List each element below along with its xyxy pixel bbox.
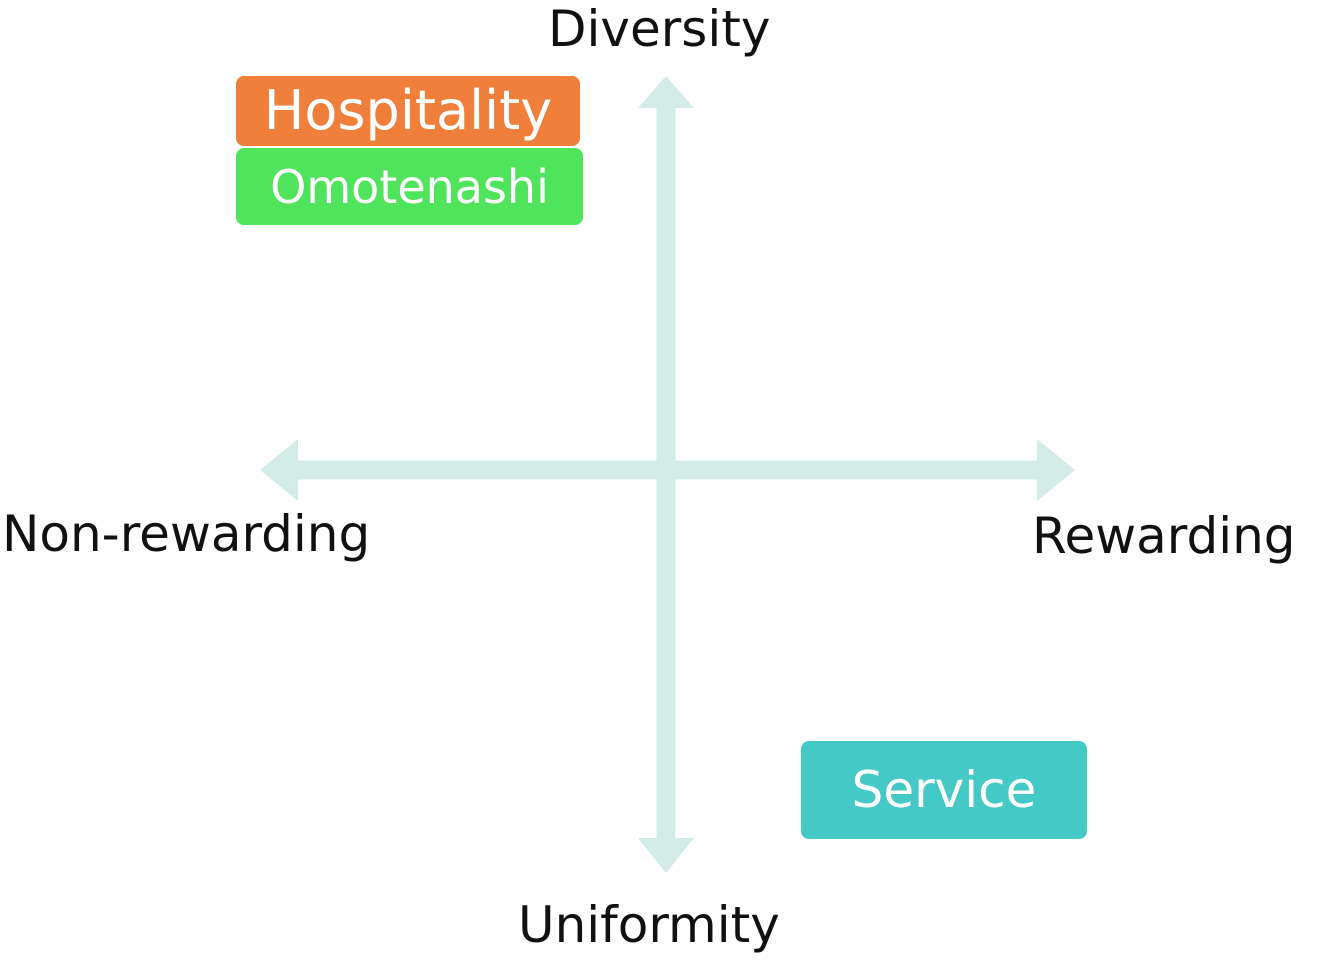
vertical-axis-arrowhead-down	[638, 838, 694, 873]
axis-arrows	[260, 76, 1075, 873]
hospitality-label: Hospitality	[263, 79, 553, 142]
omotenashi-label: Omotenashi	[270, 159, 549, 214]
hospitality-box: Hospitality	[236, 76, 580, 146]
horizontal-axis-arrowhead-right	[1037, 439, 1075, 501]
axis-label-right: Rewarding	[1032, 507, 1296, 565]
axis-label-bottom: Uniformity	[518, 896, 780, 954]
omotenashi-box: Omotenashi	[236, 148, 583, 225]
service-box: Service	[801, 741, 1087, 839]
horizontal-axis-arrowhead-left	[260, 439, 298, 501]
axis-label-left: Non-rewarding	[2, 505, 371, 563]
vertical-axis-arrowhead-up	[638, 76, 694, 108]
service-label: Service	[851, 761, 1037, 819]
axis-label-top: Diversity	[548, 0, 771, 58]
